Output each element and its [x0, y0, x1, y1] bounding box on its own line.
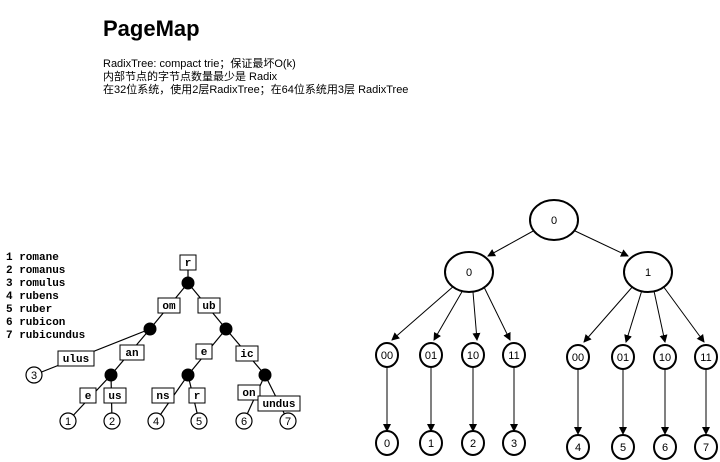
radix-leaf-label: 4	[575, 442, 581, 454]
edge-label: r	[185, 258, 192, 270]
edge-label: e	[85, 391, 92, 403]
edge-labels: r om ub ulus an e ic e us ns r on	[57, 254, 301, 412]
trie-node	[181, 276, 195, 290]
radix-leaf-label: 1	[428, 438, 434, 450]
word-list: 1 romane 2 romanus 3 romulus 4 rubens 5 …	[6, 252, 85, 342]
radix-node-label: 0	[551, 215, 557, 227]
trie-node	[104, 368, 118, 382]
radix-node-label: 1	[645, 267, 651, 279]
radix-node-label: 11	[700, 352, 711, 364]
description-line: 在32位系统，使用2层RadixTree；在64位系统用3层 RadixTree	[103, 84, 409, 96]
trie-node	[181, 368, 195, 382]
word-item: 1 romane	[6, 252, 59, 264]
edge-label: ic	[240, 349, 253, 361]
radix-leaf-label: 0	[384, 438, 390, 450]
leaf-label: 1	[65, 416, 71, 428]
word-item: 4 rubens	[6, 291, 59, 303]
edge-label: on	[242, 388, 255, 400]
word-item: 7 rubicundus	[6, 330, 85, 342]
radix-leaf-label: 6	[662, 442, 668, 454]
edge-label: ns	[156, 391, 169, 403]
description: RadixTree: compact trie；保证最坏O(k) 内部节点的字节…	[103, 58, 408, 97]
trie-node	[258, 368, 272, 382]
leaf-label: 2	[109, 416, 115, 428]
word-item: 3 romulus	[6, 278, 65, 290]
leaf-label: 7	[285, 416, 291, 428]
edge-label: ulus	[63, 354, 89, 366]
description-line: RadixTree: compact trie；保证最坏O(k)	[103, 58, 296, 70]
leaf-label: 6	[241, 416, 247, 428]
radix-node	[444, 251, 494, 293]
radix-node	[623, 251, 673, 293]
radix-edges	[383, 229, 710, 435]
radix-leaf-label: 7	[703, 442, 709, 454]
edge-label: e	[201, 347, 208, 359]
radix-leaves: 0 1 2 3 4 5 6 7	[375, 430, 718, 460]
radix-node-label: 00	[381, 350, 393, 362]
radix-node-label: 00	[572, 352, 584, 364]
trie-leaves: 3 1 2 4 5 6 7	[25, 366, 297, 430]
trie-node	[143, 322, 157, 336]
trie-node	[219, 322, 233, 336]
leaf-label: 3	[31, 370, 37, 382]
word-item: 5 ruber	[6, 304, 52, 316]
trie-diagram: 1 romane 2 romanus 3 romulus 4 rubens 5 …	[6, 252, 301, 430]
leaf-label: 4	[153, 416, 159, 428]
radix-tree: 0 0 1 00 01 10 11 00 01 10 11 0	[375, 199, 718, 460]
edge-label: us	[108, 391, 121, 403]
leaf-label: 5	[196, 416, 202, 428]
radix-root-node	[529, 199, 579, 241]
edge-label: undus	[262, 399, 295, 411]
radix-node-label: 0	[466, 267, 472, 279]
radix-node-label: 01	[617, 352, 629, 364]
radix-leaf-label: 3	[511, 438, 517, 450]
radix-leaf-label: 5	[620, 442, 626, 454]
edge-label: an	[125, 348, 138, 360]
edge-label: om	[162, 301, 176, 313]
radix-node-label: 10	[659, 352, 671, 364]
radix-level2: 00 01 10 11 00 01 10 11	[375, 342, 718, 370]
edge-label: r	[194, 391, 201, 403]
radix-node-label: 11	[508, 350, 519, 362]
word-item: 2 romanus	[6, 265, 65, 277]
description-line: 内部节点的字节点数量最少是 Radix	[103, 71, 278, 83]
radix-node-label: 10	[467, 350, 479, 362]
trie-nodes	[104, 276, 272, 382]
word-item: 6 rubicon	[6, 317, 65, 329]
radix-leaf-label: 2	[470, 438, 476, 450]
radix-node-label: 01	[425, 350, 437, 362]
edge-label: ub	[202, 301, 216, 313]
page-title: PageMap	[103, 16, 200, 41]
